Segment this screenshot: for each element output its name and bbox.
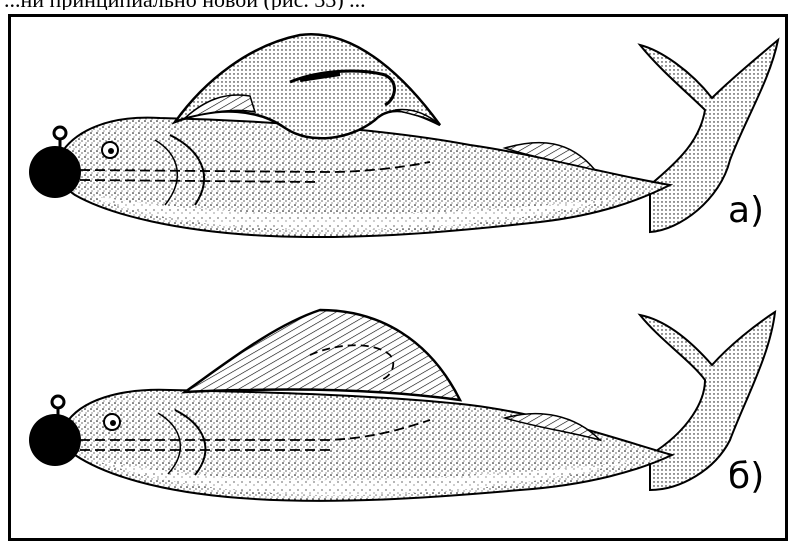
label-a: а) — [728, 190, 764, 231]
eyelet-b — [52, 396, 64, 408]
jig-head-a — [29, 146, 81, 198]
lure-a — [29, 34, 778, 237]
label-b: б) — [728, 456, 764, 497]
lure-b — [29, 310, 775, 501]
eyelet-a — [54, 127, 66, 139]
jig-head-b — [29, 414, 81, 466]
dorsal-fin-b — [185, 310, 460, 400]
